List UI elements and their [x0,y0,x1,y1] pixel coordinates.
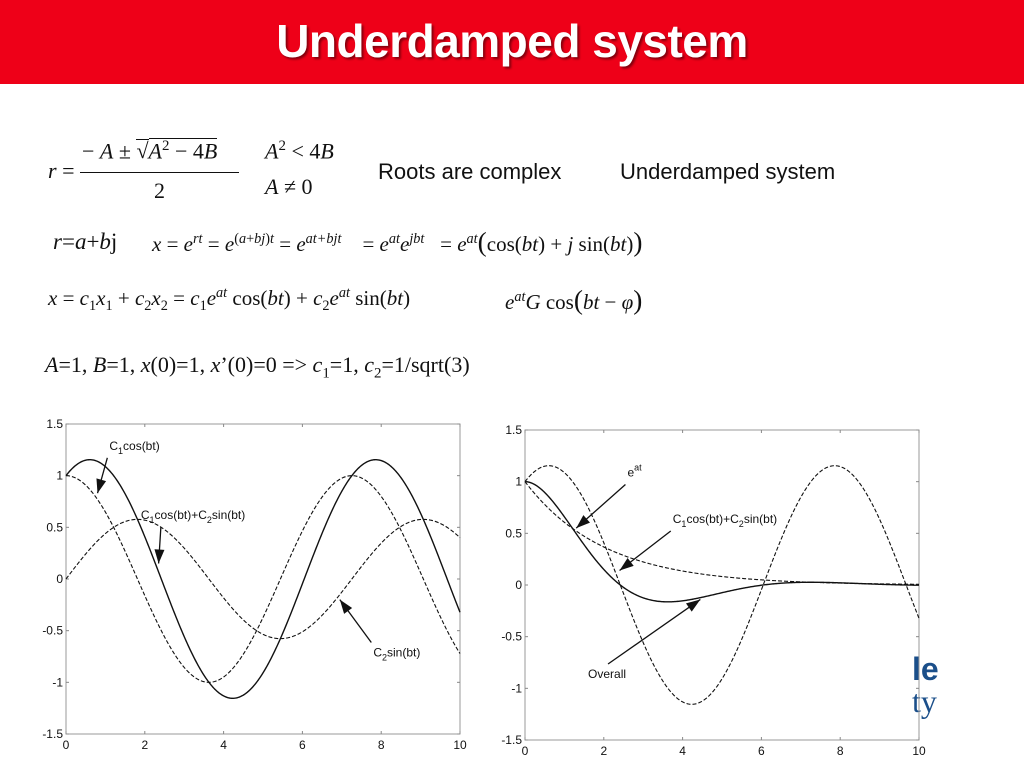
y-tick-label: -1 [511,681,522,695]
y-tick-label: 0.5 [505,526,522,540]
series-line [65,475,461,683]
root-formula: r = [48,158,75,183]
y-tick-label: 0 [56,572,63,586]
logo-line-1: le [912,651,939,687]
phase-form: eatG cos(bt − φ) [505,285,643,315]
y-tick-label: 1.5 [505,423,522,437]
root-formula-numerator: − A ± √A2 − 4B [82,138,218,164]
annotation-label: C2sin(bt) [373,646,420,663]
title-bar: Underdamped system [0,0,1024,84]
arrowhead-icon [339,599,353,614]
annotation-label: C1cos(bt) [109,439,159,456]
general-solution: x = c1x1 + c2x2 = c1eat cos(bt) + c2eat … [48,285,411,315]
condition-2: A ≠ 0 [265,174,313,199]
y-tick-label: 1.5 [46,417,63,431]
x-tick-label: 10 [453,738,467,752]
annotation-label: Overall [588,667,626,681]
annotation-label: C1cos(bt)+C2sin(bt) [141,508,245,525]
root-formula-denominator: 2 [154,178,165,203]
annotation-arrow [575,484,626,529]
arrowhead-icon [685,599,701,612]
university-logo: le ty [912,651,939,719]
series-line [524,480,920,603]
annotation-arrow [96,457,108,494]
y-tick-label: -1 [52,675,63,689]
series-line [65,458,461,700]
arrowhead-icon [576,515,591,529]
y-tick-label: -0.5 [42,624,63,638]
arrowhead-icon [154,549,165,564]
x-tick-label: 0 [63,738,70,752]
plot-area [65,423,461,735]
note-underdamped: Underdamped system [620,159,836,184]
annotation-arrow [157,527,162,564]
r-definition: r=a+bj [53,229,118,254]
annotation-arrow [339,599,372,643]
y-tick-label: -0.5 [501,630,522,644]
y-tick-label: 0.5 [46,520,63,534]
annotation-label: eat [627,463,642,480]
y-tick-label: 1 [56,469,63,483]
x-tick-label: 4 [220,738,227,752]
series-line [524,481,920,585]
logo-line-2: ty [912,683,937,719]
x-tick-label: 10 [912,744,926,758]
annotation-arrow [607,598,701,665]
x-tick-label: 6 [758,744,765,758]
x-tick-label: 2 [141,738,148,752]
annotation-arrow [619,530,672,572]
arrowhead-icon [96,478,107,494]
series-line [65,518,461,640]
x-tick-label: 6 [299,738,306,752]
arrowhead-icon [619,558,634,571]
y-tick-label: 0 [515,578,522,592]
x-tick-label: 0 [522,744,529,758]
x-tick-label: 4 [679,744,686,758]
x-tick-label: 8 [837,744,844,758]
condition-1: A2 < 4B [265,138,334,164]
annotation-label: C1cos(bt)+C2sin(bt) [673,512,777,529]
y-tick-label: -1.5 [42,727,63,741]
euler-expansion: x = ert = e(a+bj)t = eat+bjt = eatejbt =… [152,227,643,257]
x-tick-label: 2 [600,744,607,758]
fraction-bar [80,172,239,173]
plot-area [524,429,920,741]
x-tick-label: 8 [378,738,385,752]
series-line [524,465,920,705]
y-tick-label: 1 [515,475,522,489]
note-roots-complex: Roots are complex [378,159,562,184]
y-tick-label: -1.5 [501,733,522,747]
slide-title: Underdamped system [276,15,748,67]
initial-conditions: A=1, B=1, x(0)=1, x’(0)=0 => c1=1, c2=1/… [45,352,470,382]
